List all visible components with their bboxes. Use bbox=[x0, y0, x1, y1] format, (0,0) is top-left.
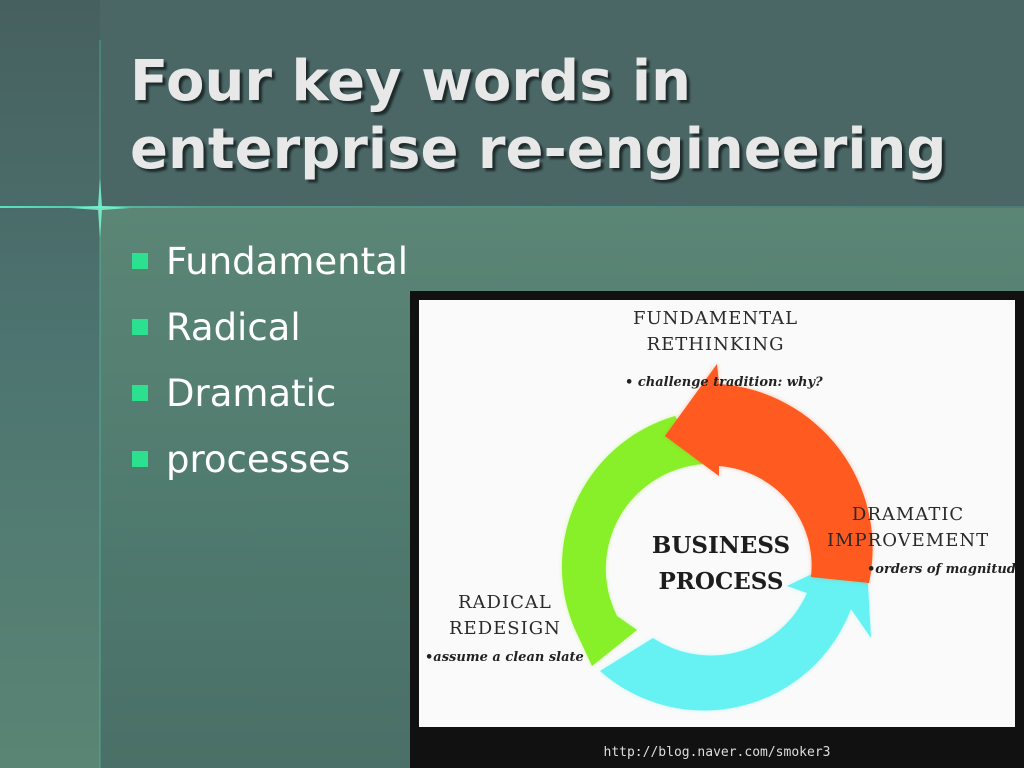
green-cycle-arrow bbox=[561, 416, 705, 666]
bullet-square-icon bbox=[132, 319, 148, 335]
slide-title: Four key words in enterprise re-engineer… bbox=[130, 49, 947, 182]
business-process-label: BUSINESS PROCESS bbox=[643, 528, 799, 600]
label-line: RADICAL bbox=[458, 592, 552, 613]
image-credit: http://blog.naver.com/smoker3 bbox=[603, 745, 831, 760]
label-line: IMPROVEMENT bbox=[827, 530, 990, 551]
bpr-cycle-figure: FUNDAMENTAL RETHINKING • challenge tradi… bbox=[410, 291, 1024, 768]
accent-horizontal-line bbox=[0, 206, 1024, 208]
label-line: DRAMATIC bbox=[851, 504, 965, 525]
keyword-list: Fundamental Radical Dramatic processes bbox=[132, 228, 408, 492]
bullet-item: Fundamental bbox=[132, 228, 408, 294]
orange-cycle-arrow bbox=[665, 364, 873, 583]
bullet-text: processes bbox=[166, 437, 351, 481]
background-left-strip bbox=[0, 0, 100, 768]
note-orders-of-magnitude: •orders of magnitude bbox=[867, 562, 1015, 577]
label-dramatic-improvement: DRAMATIC IMPROVEMENT bbox=[827, 502, 989, 554]
label-line: REDESIGN bbox=[449, 618, 561, 639]
accent-vertical-line bbox=[99, 40, 101, 768]
figure-panel: FUNDAMENTAL RETHINKING • challenge tradi… bbox=[419, 300, 1015, 727]
bullet-item: Dramatic bbox=[132, 360, 408, 426]
bullet-square-icon bbox=[132, 451, 148, 467]
note-clean-slate: •assume a clean slate bbox=[425, 650, 584, 665]
bullet-text: Dramatic bbox=[166, 371, 337, 415]
center-line: PROCESS bbox=[658, 568, 784, 595]
label-radical-redesign: RADICAL REDESIGN bbox=[449, 590, 561, 642]
cycle-arrows bbox=[561, 364, 873, 711]
note-challenge-tradition: • challenge tradition: why? bbox=[625, 375, 823, 390]
label-line: RETHINKING bbox=[646, 334, 785, 355]
bullet-text: Radical bbox=[166, 305, 301, 349]
label-line: FUNDAMENTAL bbox=[633, 308, 799, 329]
bullet-square-icon bbox=[132, 385, 148, 401]
bullet-item: processes bbox=[132, 426, 408, 492]
background-top bbox=[100, 0, 1024, 208]
center-line: BUSINESS bbox=[651, 532, 791, 559]
bullet-square-icon bbox=[132, 253, 148, 269]
bullet-text: Fundamental bbox=[166, 239, 409, 283]
label-fundamental-rethinking: FUNDAMENTAL RETHINKING bbox=[633, 306, 798, 358]
cyan-cycle-arrow bbox=[600, 548, 871, 711]
bullet-item: Radical bbox=[132, 294, 408, 360]
sparkle-icon bbox=[70, 178, 130, 238]
